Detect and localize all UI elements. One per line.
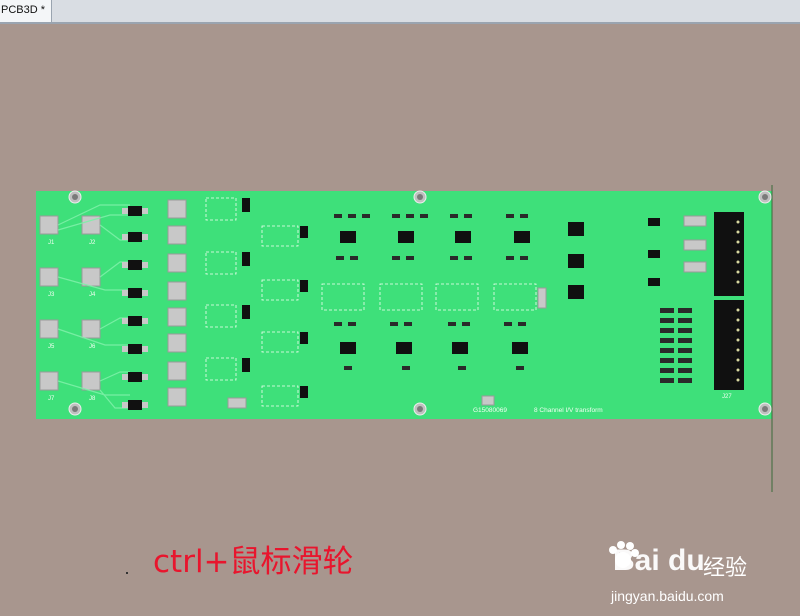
pcb-board xyxy=(36,191,772,419)
connector-labels: J1 J2 J3 J4 J5 J6 J7 J8 xyxy=(48,240,96,402)
tab-pcb3d[interactable]: PCB3D * xyxy=(0,0,53,22)
svg-text:J7: J7 xyxy=(48,396,55,402)
document-tab-bar: PCB3D * xyxy=(0,0,800,24)
footprint-outlines xyxy=(205,197,537,407)
protection-diodes xyxy=(122,206,148,410)
passive-components xyxy=(334,214,692,383)
header-pins xyxy=(736,220,740,382)
pcb-3d-viewport[interactable]: J1 J2 J3 J4 J5 J6 J7 J8 xyxy=(0,24,800,604)
watermark-cn: 经验 xyxy=(703,556,748,581)
board-part-number: G15080069 xyxy=(473,407,507,414)
paw-icon xyxy=(609,541,639,568)
input-connector-pads xyxy=(39,215,101,391)
power-pads xyxy=(227,215,707,409)
svg-text:J1: J1 xyxy=(48,240,55,246)
header-label: J27 xyxy=(722,394,732,400)
svg-text:J6: J6 xyxy=(89,344,96,350)
svg-text:J3: J3 xyxy=(48,292,55,298)
smd-components xyxy=(242,198,744,398)
shortcut-caption: ctrl+鼠标滑轮 xyxy=(153,544,354,580)
baidu-jingyan-watermark: Bai du 经验 jingyan.baidu.com xyxy=(603,536,793,616)
pcb-3d-view[interactable]: J1 J2 J3 J4 J5 J6 J7 J8 xyxy=(0,24,800,600)
tab-label: PCB3D * xyxy=(1,4,46,16)
svg-text:J5: J5 xyxy=(48,344,55,350)
watermark-url: jingyan.baidu.com xyxy=(611,588,724,604)
pcb-traces xyxy=(57,204,130,409)
stray-dot xyxy=(126,572,128,574)
svg-text:J4: J4 xyxy=(89,292,96,298)
grey-pad-column xyxy=(167,199,187,407)
svg-text:J2: J2 xyxy=(89,240,96,246)
svg-text:J8: J8 xyxy=(89,396,96,402)
board-description: 8 Channel I/V transform xyxy=(534,407,603,414)
mounting-holes xyxy=(68,190,772,416)
